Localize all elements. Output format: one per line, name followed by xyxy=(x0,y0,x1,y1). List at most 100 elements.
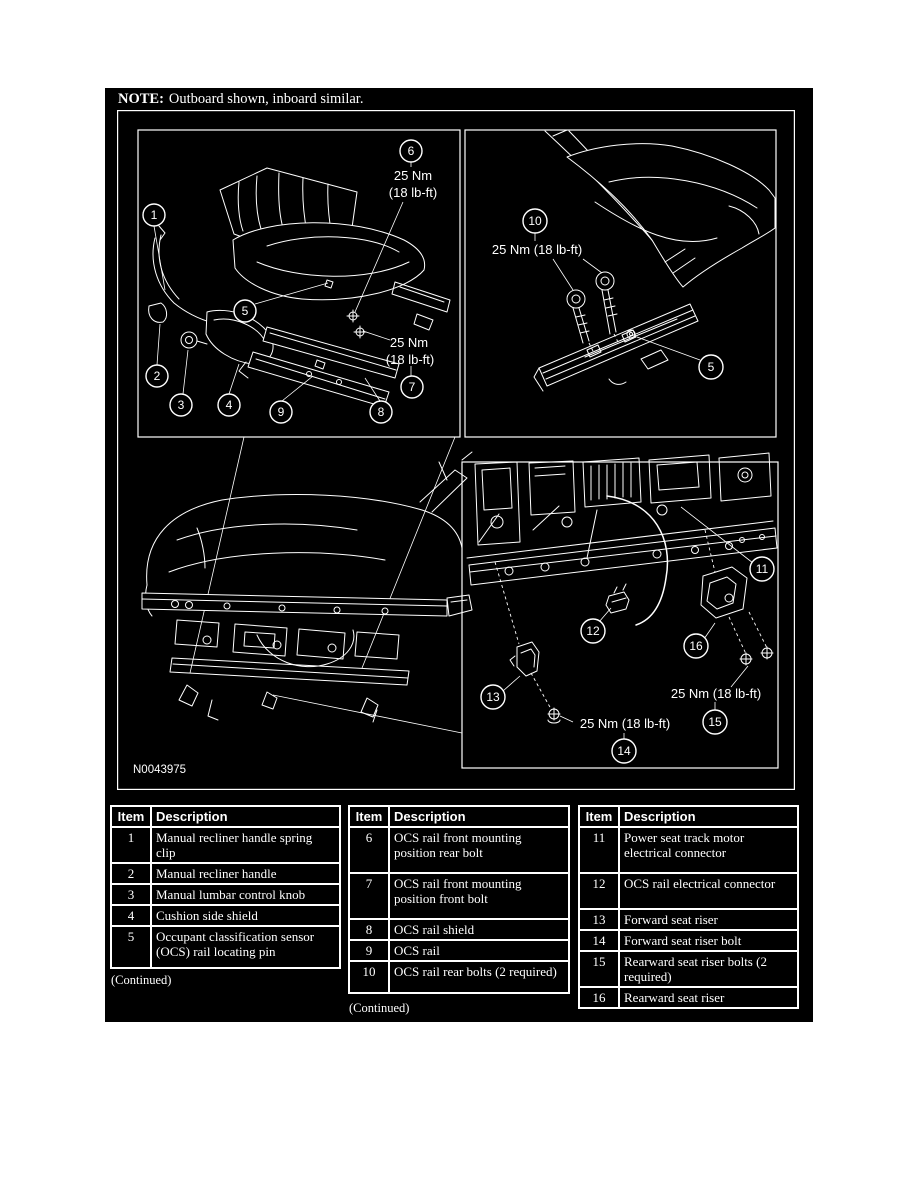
item-header: Item xyxy=(110,805,152,828)
callout-12: 12 xyxy=(580,618,606,644)
item-cell: 1 xyxy=(110,826,152,864)
lumbar-control-knob xyxy=(180,331,198,349)
right-seat-track xyxy=(391,281,451,331)
rail-locating-pin-detail xyxy=(626,329,636,339)
torque-label: 25 Nm xyxy=(394,168,432,183)
svg-text:2: 2 xyxy=(154,369,161,383)
callout-5-detail: 5 xyxy=(698,354,724,380)
panel-c-border xyxy=(461,461,779,769)
callout-3: 3 xyxy=(169,393,193,417)
ocs-electrical-connector xyxy=(605,591,630,614)
panel-a-leader-lines xyxy=(153,162,412,402)
handle-spring-clip xyxy=(158,225,166,241)
svg-text:4: 4 xyxy=(226,398,233,412)
callout-9: 9 xyxy=(269,400,293,424)
ocs-rail-detail xyxy=(538,303,699,387)
item-header: Item xyxy=(348,805,390,828)
panel-top-left: 1 2 3 4 5 9 8 7 6 25 Nm (18 lb-ft) 25 Nm… xyxy=(137,129,461,438)
panel-c-leader-lines xyxy=(502,506,754,740)
item-cell: 4 xyxy=(110,904,152,927)
figure-note: NOTE:Outboard shown, inboard similar. xyxy=(118,91,363,108)
front-track-band xyxy=(141,592,448,617)
torque-label: 25 Nm (18 lb-ft) xyxy=(580,716,670,731)
callout-13: 13 xyxy=(480,684,506,710)
panel-top-right: 10 5 25 Nm (18 lb-ft) xyxy=(464,129,777,438)
svg-text:15: 15 xyxy=(708,715,722,729)
callout-2: 2 xyxy=(145,364,169,388)
desc-cell: Manual recliner handle xyxy=(150,862,341,885)
desc-cell: OCS rail front mounting position front b… xyxy=(388,872,570,920)
svg-text:8: 8 xyxy=(378,405,385,419)
desc-cell: Forward seat riser xyxy=(618,908,799,931)
seat-cushion-outline xyxy=(146,494,463,586)
rear-bolt-head xyxy=(566,289,586,309)
svg-text:16: 16 xyxy=(689,639,703,653)
panel-bottom-right: 11 12 16 13 14 15 25 Nm (18 lb-ft) 25 Nm… xyxy=(461,452,779,769)
continued-note-2: (Continued) xyxy=(349,1001,410,1015)
item-cell: 6 xyxy=(348,826,390,874)
item-cell: 13 xyxy=(578,908,620,931)
table-header-row: Item Description xyxy=(110,805,341,828)
svg-text:13: 13 xyxy=(486,690,500,704)
item-cell: 15 xyxy=(578,950,620,988)
desc-cell: OCS rail front mounting position rear bo… xyxy=(388,826,570,874)
callout-7: 7 xyxy=(400,375,424,399)
desc-cell: Manual lumbar control knob xyxy=(150,883,341,906)
desc-cell: Forward seat riser bolt xyxy=(618,929,799,952)
seat-cushion xyxy=(232,222,426,301)
rearward-seat-riser xyxy=(700,566,748,619)
desc-cell: Rearward seat riser bolts (2 required) xyxy=(618,950,799,988)
desc-cell: OCS rail shield xyxy=(388,918,570,941)
rear-bolt-head-2 xyxy=(595,271,615,291)
svg-text:3: 3 xyxy=(178,398,185,412)
description-header: Description xyxy=(618,805,799,828)
item-cell: 5 xyxy=(110,925,152,969)
figure-block: NOTE:Outboard shown, inboard similar. xyxy=(105,88,813,1022)
svg-text:7: 7 xyxy=(409,380,416,394)
callout-5: 5 xyxy=(233,299,257,323)
main-seat-underside-view xyxy=(141,436,473,734)
table-header-row: Item Description xyxy=(348,805,570,828)
svg-text:11: 11 xyxy=(756,562,769,576)
ocs-rail-shield xyxy=(262,326,400,379)
desc-cell: Power seat track motor electrical connec… xyxy=(618,826,799,874)
item-cell: 11 xyxy=(578,826,620,874)
svg-text:1: 1 xyxy=(151,208,158,222)
figure-id: N0043975 xyxy=(133,764,186,776)
table-header-row: Item Description xyxy=(578,805,799,828)
svg-text:5: 5 xyxy=(708,360,715,374)
svg-text:9: 9 xyxy=(278,405,285,419)
callout-10: 10 xyxy=(522,208,548,234)
torque-label: 25 Nm xyxy=(390,335,428,350)
wiring-harness xyxy=(256,629,355,668)
panel-b-leader-lines xyxy=(534,233,701,361)
panel-a-border xyxy=(137,129,461,438)
description-header: Description xyxy=(150,805,341,828)
callout-4: 4 xyxy=(217,393,241,417)
panel-connector-lines xyxy=(189,436,463,734)
desc-cell: OCS rail rear bolts (2 required) xyxy=(388,960,570,994)
item-cell: 7 xyxy=(348,872,390,920)
svg-text:10: 10 xyxy=(528,214,542,228)
item-cell: 9 xyxy=(348,939,390,962)
description-header: Description xyxy=(388,805,570,828)
note-label: NOTE: xyxy=(118,91,164,107)
torque-label: (18 lb-ft) xyxy=(389,185,437,200)
ocs-harness-cable xyxy=(606,495,669,626)
item-cell: 12 xyxy=(578,872,620,910)
desc-cell: OCS rail electrical connector xyxy=(618,872,799,910)
